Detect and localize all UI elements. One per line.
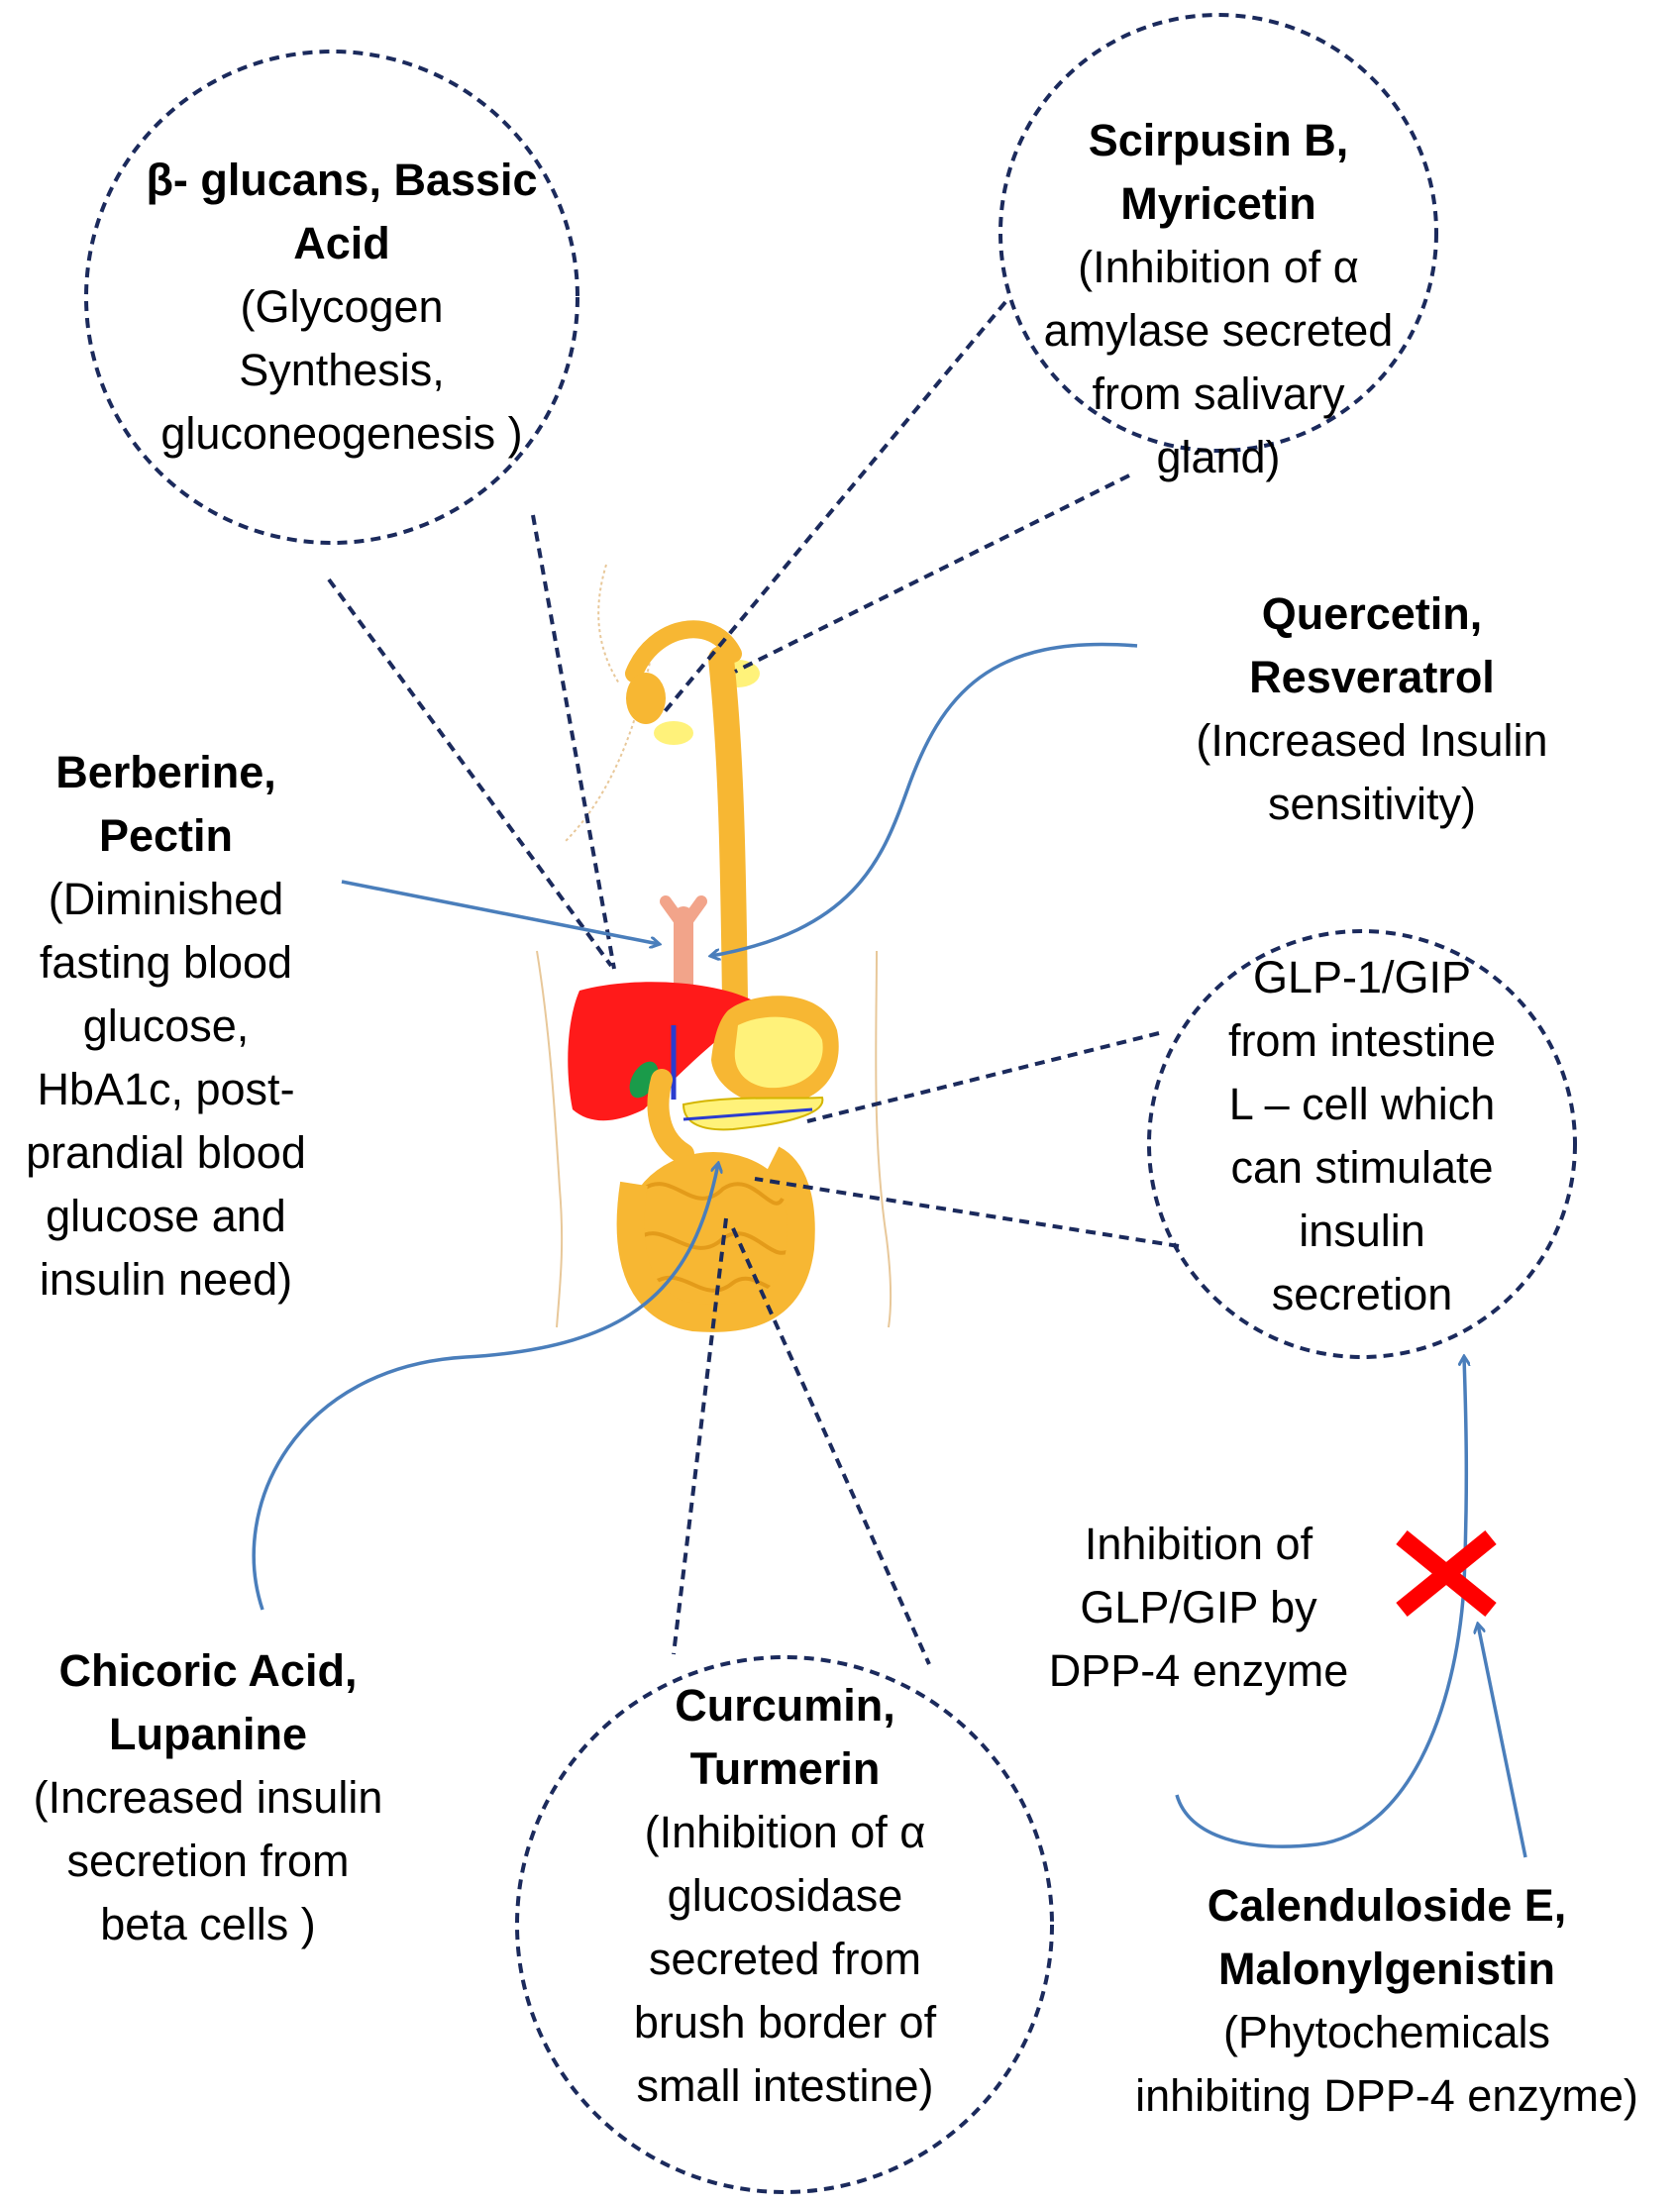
label-title: Calenduloside E, Malonylgenistin bbox=[1109, 1874, 1664, 2001]
title-line: Quercetin, bbox=[1261, 588, 1483, 639]
body-line: L – cell which bbox=[1228, 1079, 1496, 1129]
title-line: Calenduloside E, bbox=[1207, 1880, 1567, 1931]
body-line: GLP/GIP by bbox=[1080, 1582, 1317, 1632]
body-line: secretion from bbox=[66, 1836, 350, 1886]
body-line: (Increased insulin bbox=[33, 1772, 383, 1823]
red-x-mark-icon bbox=[1396, 1530, 1497, 1617]
body-line: secreted from bbox=[648, 1934, 922, 1984]
title-line: Pectin bbox=[98, 810, 234, 861]
label-body: (Inhibition of α amylase secreted from sal… bbox=[1030, 236, 1407, 489]
body-line: inhibiting DPP-4 enzyme) bbox=[1135, 2070, 1638, 2121]
label-body: GLP-1/GIP from intestine L – cell which can… bbox=[1179, 946, 1545, 1326]
label-title: Scirpusin B, Myricetin bbox=[1030, 109, 1407, 236]
body-line: secretion bbox=[1271, 1269, 1453, 1319]
callout-circle-beta-glucans bbox=[84, 50, 579, 545]
arrow-chicoric bbox=[252, 1164, 718, 1611]
label-dpp4: Inhibition of GLP/GIP by DPP-4 enzyme bbox=[1030, 1513, 1367, 1703]
body-line: can stimulate bbox=[1230, 1142, 1494, 1193]
label-title: Berberine, Pectin bbox=[10, 741, 322, 868]
label-glp1: GLP-1/GIP from intestine L – cell which can… bbox=[1179, 946, 1545, 1326]
dashed-connectors bbox=[327, 300, 1180, 1665]
title-line: Chicoric Acid, bbox=[58, 1645, 358, 1696]
body-line: DPP-4 enzyme bbox=[1048, 1645, 1349, 1696]
label-curcumin: Curcumin, Turmerin (Inhibition of α glucosi… bbox=[604, 1674, 966, 2118]
label-body: (Phytochemicals inhibiting DPP-4 enzyme) bbox=[1109, 2001, 1664, 2128]
body-line: HbA1c, post- bbox=[37, 1064, 295, 1114]
body-line: beta cells ) bbox=[100, 1899, 316, 1949]
arrow-quercetin bbox=[711, 642, 1138, 956]
title-line: Berberine, bbox=[55, 747, 276, 797]
label-title: Quercetin, Resveratrol bbox=[1174, 582, 1570, 709]
body-line: (Phytochemicals bbox=[1222, 2007, 1551, 2057]
arrow-berberine bbox=[341, 880, 659, 944]
body-line: gluconeogenesis ) bbox=[160, 408, 523, 459]
label-quercetin: Quercetin, Resveratrol (Increased Insulin s… bbox=[1174, 582, 1570, 836]
title-line: Resveratrol bbox=[1249, 652, 1495, 702]
title-line: β- glucans, Bassic bbox=[146, 155, 538, 205]
callout-circle-scirpusin bbox=[998, 13, 1438, 453]
title-line: Curcumin, bbox=[675, 1680, 895, 1731]
label-body: (Increased insulin secretion from beta cel… bbox=[5, 1766, 411, 1956]
title-line: Malonylgenistin bbox=[1217, 1943, 1556, 1994]
body-line: (Increased Insulin bbox=[1196, 715, 1548, 766]
label-body: (Diminished fasting blood glucose, HbA1c, p… bbox=[10, 868, 322, 1312]
body-line: (Diminished bbox=[48, 874, 284, 924]
body-line: from intestine bbox=[1227, 1015, 1497, 1066]
body-line: glucosidase bbox=[667, 1870, 903, 1921]
digestive-system-illustration bbox=[536, 564, 892, 1332]
body-line: gland) bbox=[1156, 432, 1281, 482]
label-body: (Increased Insulin sensitivity) bbox=[1174, 709, 1570, 836]
body-line: fasting blood bbox=[39, 937, 293, 988]
label-title: Chicoric Acid, Lupanine bbox=[5, 1639, 411, 1766]
title-line: Myricetin bbox=[1120, 178, 1316, 229]
body-line: prandial blood bbox=[26, 1127, 306, 1178]
body-line: GLP-1/GIP bbox=[1252, 952, 1472, 1002]
body-line: glucose and bbox=[46, 1191, 286, 1241]
body-line: brush border of bbox=[633, 1997, 937, 2048]
title-line: Scirpusin B, bbox=[1088, 115, 1349, 165]
callout-circle-glp1 bbox=[1147, 929, 1577, 1359]
label-calenduloside: Calenduloside E, Malonylgenistin (Phytoche… bbox=[1109, 1874, 1664, 2128]
body-line: (Inhibition of α bbox=[644, 1807, 926, 1857]
body-line: (Inhibition of α bbox=[1078, 242, 1359, 292]
blue-arrows bbox=[252, 642, 1527, 1858]
body-line: sensitivity) bbox=[1267, 779, 1477, 829]
callout-circle-curcumin bbox=[515, 1655, 1054, 2194]
label-chicoric: Chicoric Acid, Lupanine (Increased insulin… bbox=[5, 1639, 411, 1956]
body-line: insulin bbox=[1299, 1206, 1425, 1256]
label-body: (Inhibition of α glucosidase secreted from… bbox=[604, 1801, 966, 2118]
body-line: small intestine) bbox=[636, 2060, 934, 2111]
body-line: amylase secreted bbox=[1043, 305, 1394, 356]
arrow-glp-to-circle bbox=[1175, 1357, 1466, 1848]
body-line: insulin need) bbox=[39, 1254, 293, 1305]
title-line: Acid bbox=[293, 218, 390, 268]
label-scirpusin: Scirpusin B, Myricetin (Inhibition of α amy… bbox=[1030, 109, 1407, 489]
title-line: Lupanine bbox=[109, 1709, 307, 1759]
label-berberine: Berberine, Pectin (Diminished fasting blood… bbox=[10, 741, 322, 1312]
label-body: Inhibition of GLP/GIP by DPP-4 enzyme bbox=[1030, 1513, 1367, 1703]
body-line: from salivary bbox=[1092, 368, 1345, 419]
title-line: Turmerin bbox=[689, 1743, 881, 1794]
body-line: Inhibition of bbox=[1084, 1519, 1313, 1569]
label-title: Curcumin, Turmerin bbox=[604, 1674, 966, 1801]
body-line: (Glycogen bbox=[240, 281, 444, 332]
body-line: Synthesis, bbox=[239, 345, 445, 395]
arrow-calenduloside bbox=[1478, 1625, 1527, 1858]
body-line: glucose, bbox=[82, 1000, 250, 1051]
